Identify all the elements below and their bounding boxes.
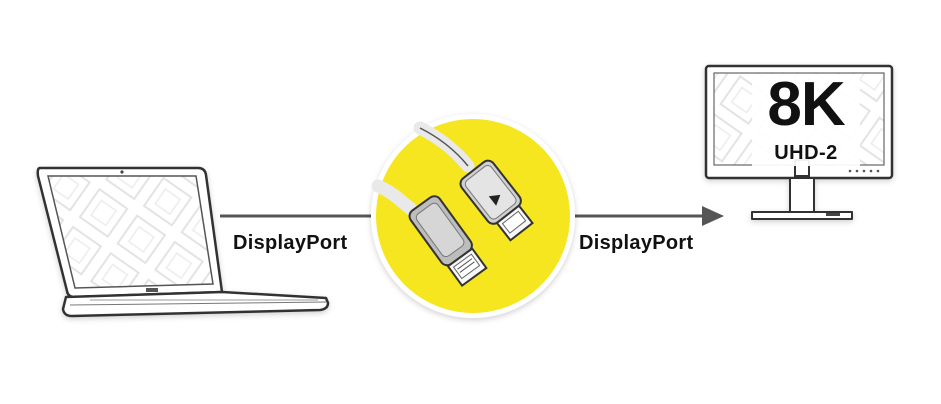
monitor-icon bbox=[704, 64, 894, 220]
laptop-icon bbox=[36, 166, 330, 318]
displayport-cable-icon bbox=[371, 114, 575, 318]
monitor-resolution-sublabel: UHD-2 bbox=[774, 142, 838, 164]
connection-label-right: DisplayPort bbox=[579, 232, 694, 254]
monitor-resolution-label: 8K bbox=[767, 70, 845, 139]
connection-label-left: DisplayPort bbox=[233, 232, 348, 254]
arrow-right-icon bbox=[572, 206, 724, 226]
